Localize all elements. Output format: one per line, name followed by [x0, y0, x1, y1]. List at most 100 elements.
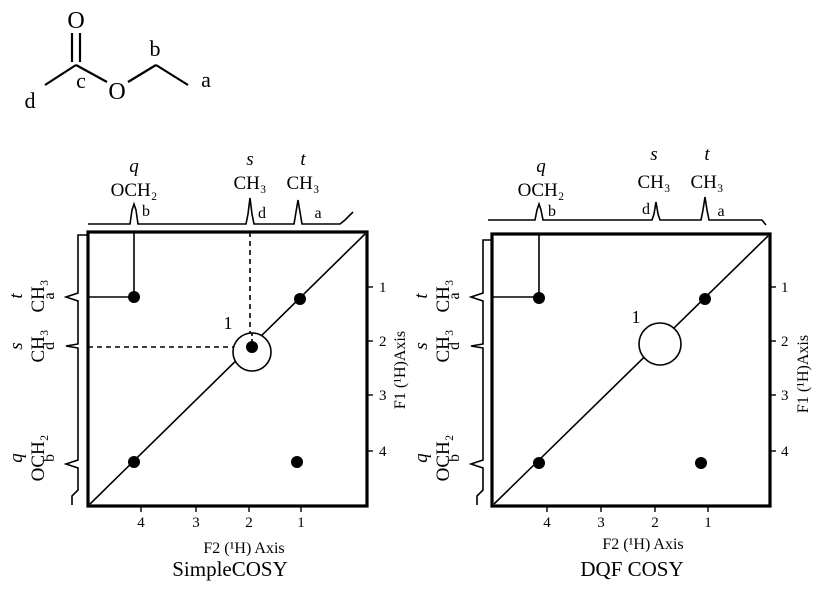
left-t-group: a CH₃ t — [6, 279, 58, 312]
y-tick-label-1: 1 — [379, 280, 387, 296]
y-axis-ticks — [770, 286, 776, 452]
y-axis-title: F1 (¹H)Axis — [392, 331, 409, 409]
correlation-line-b-a — [492, 234, 540, 298]
x-tick-label-2: 2 — [245, 515, 253, 531]
plot-frame — [86, 230, 369, 508]
top-ch3-label-t: CH₃ — [690, 172, 723, 193]
x-tick-label-1: 1 — [704, 515, 712, 531]
top-t-multiplicity: t — [300, 149, 306, 170]
left-ch3-label-t: CH₃ — [28, 279, 49, 312]
label-b: b — [150, 36, 161, 61]
top-peak-letter-d: d — [258, 205, 266, 222]
y-tick-label-4: 4 — [781, 444, 789, 460]
y-tick-label-2: 2 — [379, 334, 387, 350]
bond-d-c — [44, 64, 77, 86]
left-q-multiplicity: q — [6, 453, 27, 463]
x-tick-label-1: 1 — [297, 515, 305, 531]
y-tick-label-1: 1 — [781, 280, 789, 296]
diagonal-peak-a — [294, 293, 306, 305]
left-peak-letter-d: d — [41, 342, 58, 350]
cross-peak-b-a — [533, 292, 545, 304]
y-tick-label-3: 3 — [781, 388, 789, 404]
plot-frame — [490, 232, 772, 508]
cross-peak-a-b — [695, 457, 707, 469]
panel-title: SimpleCOSY — [172, 557, 288, 581]
x-tick-label-4: 4 — [543, 515, 551, 531]
x-tick-label-3: 3 — [597, 515, 605, 531]
top-peak-letter-d: d — [642, 201, 650, 218]
left-q-group: b OCH₂ q — [411, 435, 463, 482]
left-ch3-label-s: CH₃ — [433, 329, 454, 362]
top-peak-letter-a: a — [717, 203, 724, 220]
panel-title: DQF COSY — [580, 557, 683, 581]
diagonal-peak-b — [533, 457, 545, 469]
left-peak-letter-a: a — [446, 292, 463, 299]
x-axis-title: F2 (¹H) Axis — [203, 540, 284, 557]
y-tick-label-4: 4 — [379, 444, 387, 460]
diagonal-peak-a — [699, 293, 711, 305]
top-s-multiplicity: s — [246, 149, 253, 170]
singlet-diagonal-circle — [638, 322, 682, 366]
left-q-group: b OCH₂ q — [6, 435, 58, 482]
ethyl-acetate-structure: O O d c b a — [25, 8, 212, 113]
left-peak-letter-a: a — [41, 292, 58, 299]
left-peak-letter-b: b — [446, 454, 463, 462]
correlation-line-b-a — [88, 232, 135, 298]
top-spectrum-trace — [488, 196, 767, 226]
left-s-multiplicity: s — [411, 342, 432, 349]
left-s-group: d CH₃ s — [411, 329, 463, 362]
y-axis-ticks — [367, 286, 373, 452]
top-ch3-label-s: CH₃ — [637, 172, 670, 193]
left-ch3-label-s: CH₃ — [28, 329, 49, 362]
peak-annotation-1: 1 — [224, 313, 233, 333]
left-och2-label: OCH₂ — [28, 435, 49, 482]
x-axis-title: F2 (¹H) Axis — [602, 536, 683, 553]
top-och2-label: OCH₂ — [518, 180, 565, 201]
left-spectrum-trace — [468, 239, 492, 505]
x-tick-label-2: 2 — [651, 515, 659, 531]
bond-c-o — [75, 64, 108, 83]
left-s-group: d CH₃ s — [6, 329, 58, 362]
left-och2-label: OCH₂ — [433, 435, 454, 482]
top-spectrum: q OCH₂ b s CH₃ d t CH₃ a — [488, 144, 767, 226]
ester-oxygen: O — [108, 79, 125, 105]
left-peak-letter-b: b — [41, 454, 58, 462]
y-axis-title: F1 (¹H)Axis — [795, 335, 812, 413]
top-och2-label: OCH₂ — [111, 180, 158, 201]
top-q-multiplicity: q — [536, 156, 546, 177]
top-spectrum-trace — [88, 197, 354, 225]
left-t-multiplicity: t — [411, 293, 432, 299]
simple-cosy-panel: q OCH₂ b s CH₃ d t CH₃ a a CH₃ t d CH₃ s — [6, 149, 409, 581]
x-axis-ticks — [546, 506, 709, 512]
left-ch3-label-t: CH₃ — [433, 279, 454, 312]
label-c: c — [76, 68, 86, 93]
top-q-multiplicity: q — [129, 156, 139, 177]
left-spectrum-trace — [63, 234, 87, 505]
top-s-multiplicity: s — [650, 144, 657, 165]
cross-peak-b-a — [128, 291, 140, 303]
top-peak-letter-b: b — [548, 203, 556, 220]
y-tick-label-2: 2 — [781, 334, 789, 350]
x-tick-label-4: 4 — [137, 515, 145, 531]
peak-annotation-1: 1 — [632, 307, 641, 327]
x-axis-ticks — [140, 506, 302, 512]
left-s-multiplicity: s — [6, 342, 27, 349]
left-spectrum: a CH₃ t d CH₃ s b OCH₂ q — [411, 239, 492, 505]
top-t-multiplicity: t — [704, 144, 710, 165]
label-a: a — [201, 67, 211, 92]
diagonal-peak-b — [128, 456, 140, 468]
carbonyl-oxygen: O — [67, 8, 84, 34]
top-peak-letter-b: b — [142, 203, 150, 220]
top-ch3-label-t: CH₃ — [286, 173, 319, 194]
left-t-group: a CH₃ t — [411, 279, 463, 312]
top-ch3-label-s: CH₃ — [233, 173, 266, 194]
x-tick-label-3: 3 — [192, 515, 200, 531]
left-peak-letter-d: d — [446, 342, 463, 350]
cross-peak-a-b — [291, 456, 303, 468]
bond-o-b — [127, 64, 157, 83]
bond-b-a — [155, 64, 189, 86]
label-d: d — [25, 88, 36, 113]
left-spectrum: a CH₃ t d CH₃ s b OCH₂ q — [6, 234, 87, 505]
y-tick-label-3: 3 — [379, 388, 387, 404]
